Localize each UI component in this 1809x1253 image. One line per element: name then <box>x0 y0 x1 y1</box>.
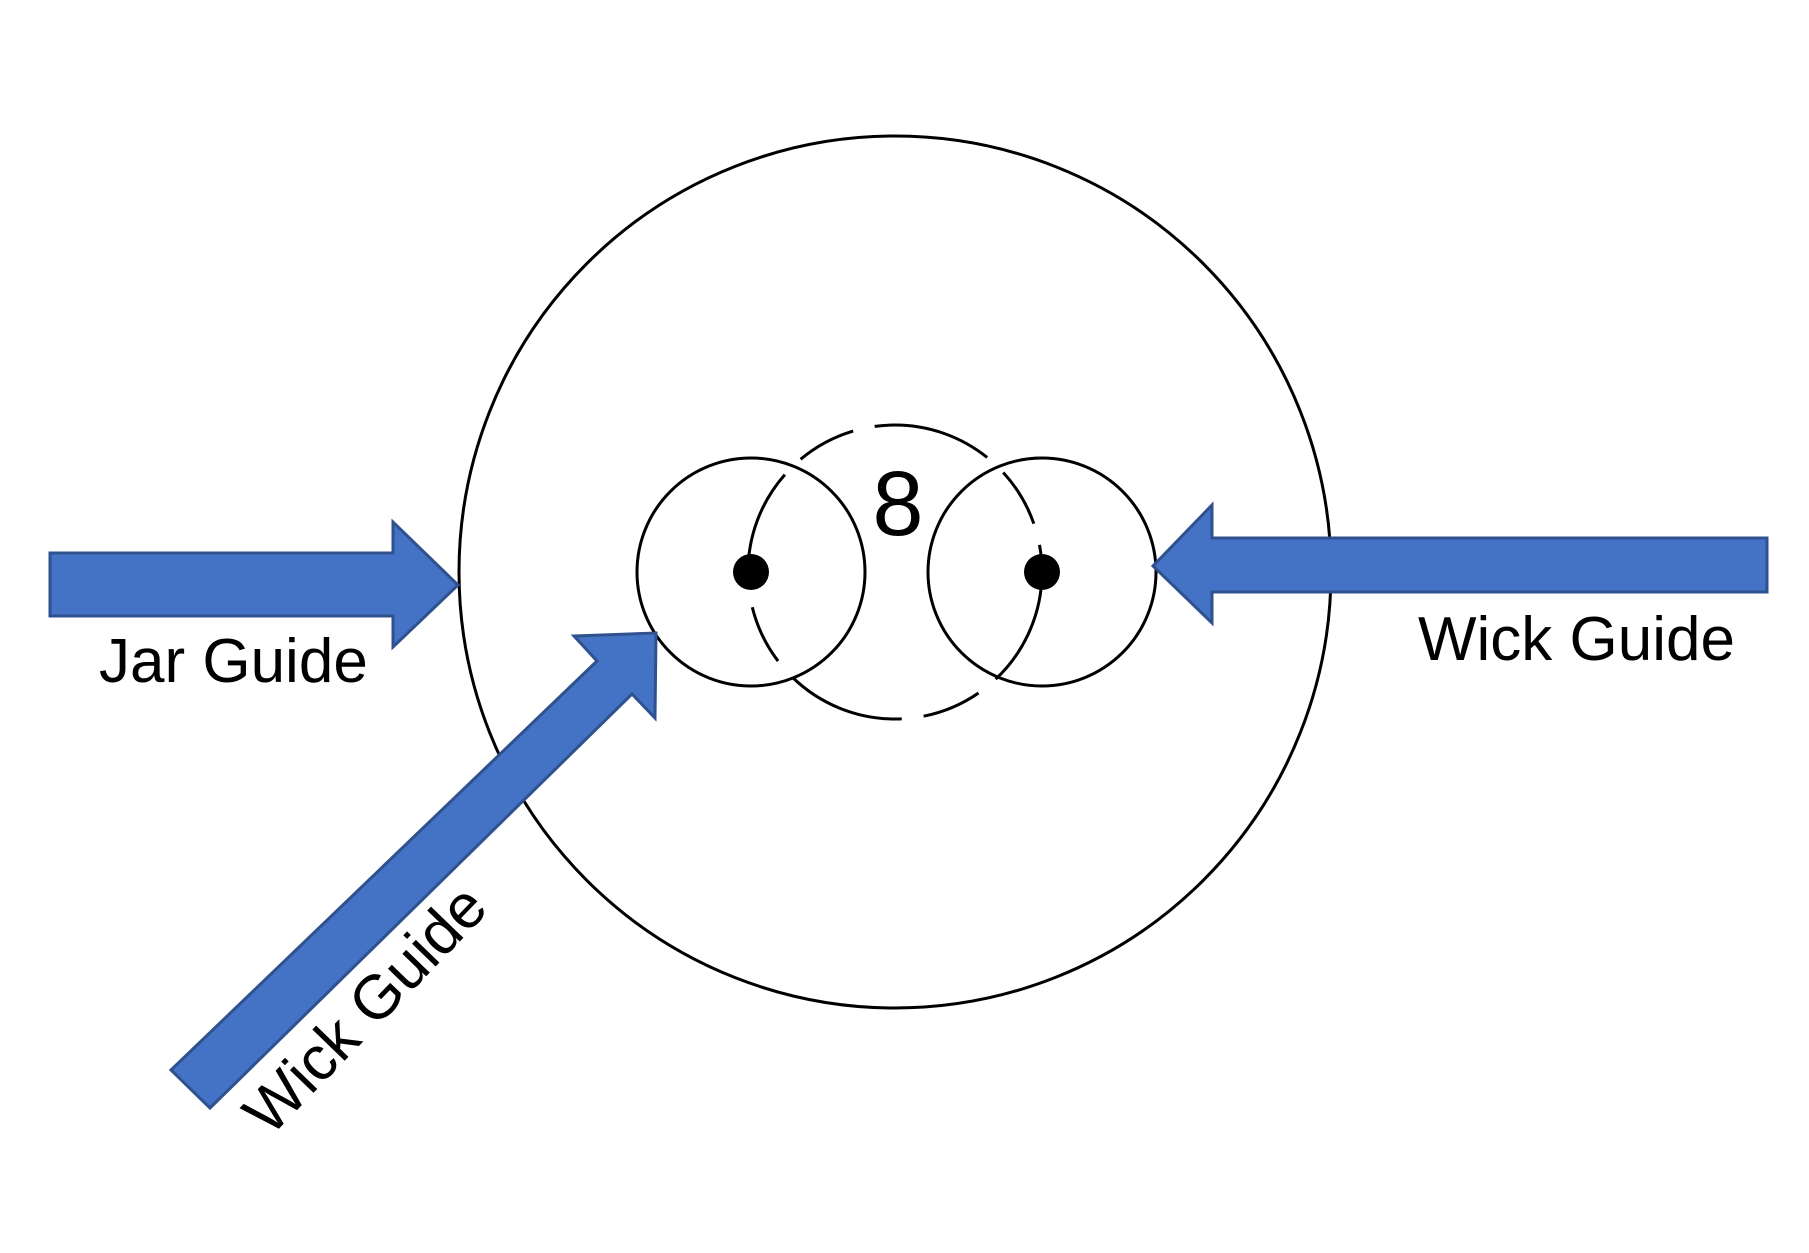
left-wick-circle <box>635 456 867 688</box>
jar-guide-label: Jar Guide <box>99 627 368 696</box>
wick-guide-right-label: Wick Guide <box>1418 605 1735 674</box>
wick-guide-right-arrow <box>1150 501 1769 627</box>
right-wick-circle <box>926 456 1158 688</box>
wick-guide-diagonal-arrow <box>168 631 658 1111</box>
right-wick-dot <box>1024 554 1060 590</box>
center-number-label: 8 <box>872 453 923 555</box>
left-wick-dot <box>733 554 769 590</box>
jar-guide-arrow <box>48 518 461 651</box>
